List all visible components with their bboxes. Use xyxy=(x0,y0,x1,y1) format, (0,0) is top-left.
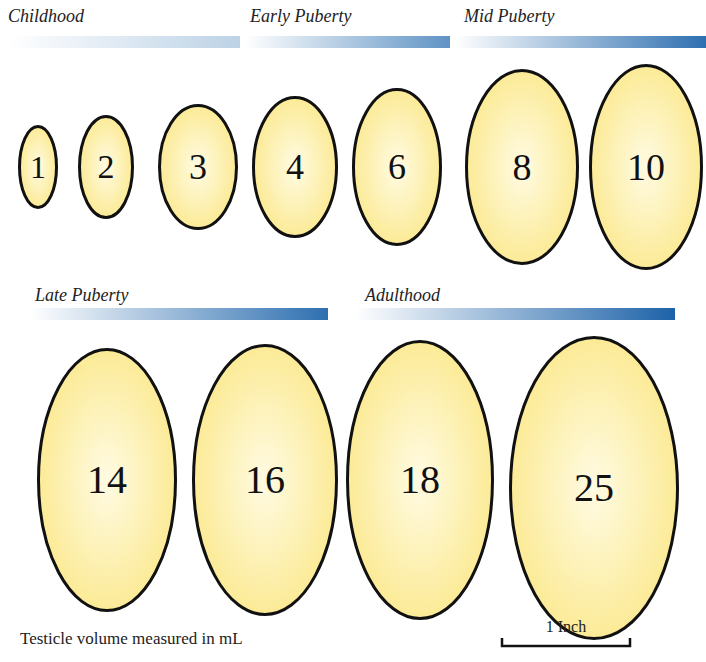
volume-oval: 25 xyxy=(509,336,679,640)
stage-label: Late Puberty xyxy=(35,286,128,306)
stage-bar xyxy=(8,36,240,48)
stage-label: Early Puberty xyxy=(250,7,351,27)
volume-oval: 18 xyxy=(346,340,494,620)
stage-label: Mid Puberty xyxy=(464,7,554,27)
volume-oval: 4 xyxy=(252,96,338,238)
volume-oval: 2 xyxy=(78,115,134,219)
stage-label: Childhood xyxy=(8,7,84,27)
volume-number: 14 xyxy=(37,460,177,500)
volume-oval: 3 xyxy=(158,104,238,230)
scale-label: 1 Inch xyxy=(546,618,586,636)
stage-bar xyxy=(355,308,675,320)
stage-bar xyxy=(30,308,328,320)
volume-oval: 6 xyxy=(352,88,442,246)
footnote: Testicle volume measured in mL xyxy=(20,630,243,649)
volume-number: 8 xyxy=(465,148,579,186)
volume-oval: 14 xyxy=(37,348,177,612)
volume-oval: 8 xyxy=(465,69,579,265)
volume-number: 10 xyxy=(589,148,703,186)
volume-number: 6 xyxy=(352,149,442,185)
volume-number: 18 xyxy=(346,460,494,500)
volume-number: 16 xyxy=(192,460,338,500)
stage-bar xyxy=(455,36,706,48)
stage-bar xyxy=(245,36,450,48)
volume-oval: 1 xyxy=(18,125,58,209)
scale-bracket xyxy=(502,638,630,646)
volume-number: 25 xyxy=(509,468,679,508)
volume-number: 1 xyxy=(18,151,58,183)
volume-number: 3 xyxy=(158,149,238,185)
volume-oval: 16 xyxy=(192,344,338,616)
stage-label: Adulthood xyxy=(365,286,440,306)
volume-number: 4 xyxy=(252,149,338,185)
volume-oval: 10 xyxy=(589,64,703,270)
volume-number: 2 xyxy=(78,150,134,184)
